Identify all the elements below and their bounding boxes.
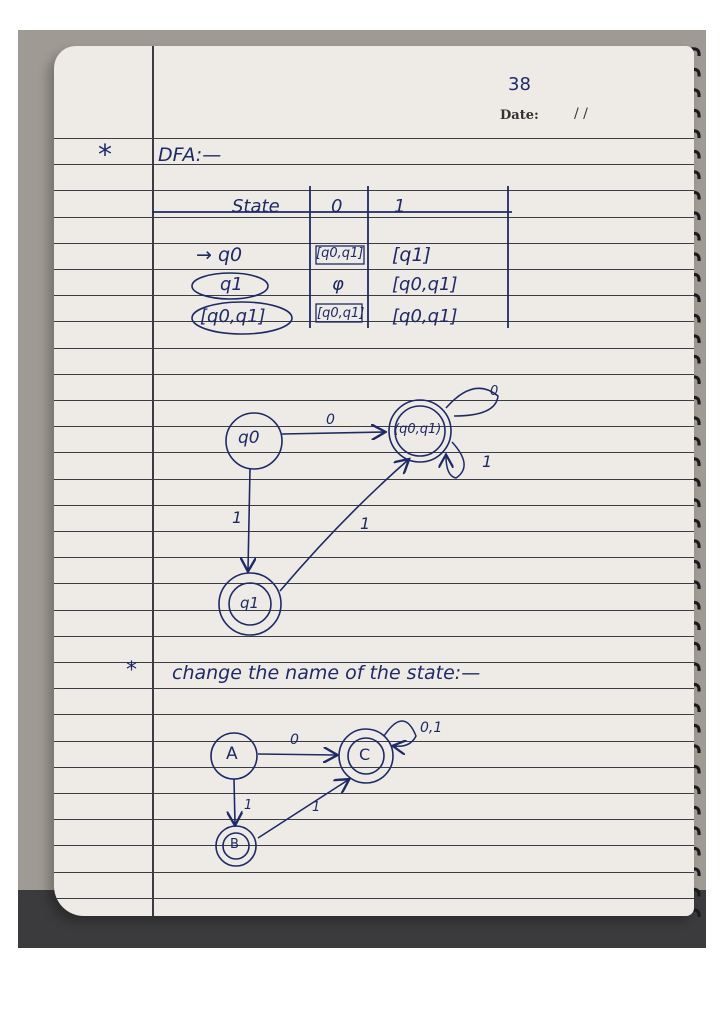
state-q1-inner [228, 582, 272, 626]
margin-line [152, 46, 154, 916]
ruled-line [54, 897, 694, 899]
notebook-page: 38 Date: / / * DFA:— State 0 1 → q0 [q0,… [54, 46, 694, 916]
table-row-1-state: → q0 [196, 244, 243, 266]
ruled-line [54, 793, 694, 794]
ruled-line [54, 400, 694, 401]
state-b-label: B [230, 837, 239, 852]
state-q1-label: q1 [240, 594, 260, 612]
state-b-inner [222, 832, 250, 860]
ruled-line [54, 662, 694, 663]
edge-label-q1-q0q1: 1 [360, 514, 371, 533]
ruled-line [54, 609, 694, 611]
ruled-line [54, 688, 694, 690]
edge-label-a-c: 0 [290, 732, 299, 748]
edge-q0-q0q1 [281, 432, 384, 434]
ruled-line [54, 452, 694, 454]
table-grid [152, 186, 512, 335]
ruled-line [54, 714, 694, 716]
date-value: / / [574, 106, 588, 122]
table-row-1-on0: [q0,q1] [316, 246, 364, 261]
ruled-line [54, 845, 694, 847]
edge-a-c [257, 754, 336, 755]
table-row-3-on0: [q0,q1] [317, 306, 365, 321]
loop-label-c: 0,1 [420, 720, 443, 736]
table-row-2-on1: [q0,q1] [392, 274, 458, 295]
renamed-dfa-diagram [210, 720, 417, 867]
ruled-line [54, 531, 694, 532]
loop-label-bottom: 1 [482, 452, 493, 471]
ruled-line [54, 321, 694, 323]
state-c-inner [347, 737, 385, 775]
state-c-label: C [359, 745, 371, 764]
edge-label-q0-q1: 1 [232, 508, 243, 527]
ruled-line [54, 216, 694, 218]
section1-heading: DFA:— [158, 144, 222, 166]
ruled-line [54, 557, 694, 559]
table-header-state: State [232, 196, 280, 217]
ruled-line [54, 164, 694, 166]
edge-q0-q1 [248, 468, 250, 570]
table-row-2-on0: φ [332, 274, 344, 295]
loop-top-q0q1 [445, 387, 499, 417]
table-row-3-state: [q0,q1] [200, 306, 266, 327]
edge-label-q0-q0q1: 0 [326, 412, 335, 428]
state-a-label: A [226, 744, 238, 764]
date-label: Date: [500, 108, 539, 123]
table-row-1-on1: [q1] [392, 244, 431, 266]
ruled-line [54, 347, 694, 349]
ruled-line [54, 871, 694, 873]
edge-q1-q0q1 [279, 460, 408, 592]
loop-label-top: 0 [490, 384, 499, 399]
ruled-line [54, 766, 694, 768]
loop-bottom-q0q1 [446, 441, 465, 479]
ruled-line [54, 740, 694, 742]
table-header-0: 0 [331, 196, 343, 217]
ruled-line [54, 478, 694, 480]
ruled-line [54, 295, 694, 297]
ruled-line [54, 373, 694, 375]
state-q0q1-label: (q0,q1) [394, 422, 442, 437]
edge-b-c [257, 780, 348, 839]
photo-background: 38 Date: / / * DFA:— State 0 1 → q0 [q0,… [18, 30, 706, 948]
ruled-line [54, 269, 694, 270]
section2-bullet: * [126, 658, 137, 683]
ruled-line [54, 190, 694, 192]
ruled-line [54, 819, 694, 821]
ruled-line [54, 242, 694, 244]
state-q0-label: q0 [238, 428, 260, 448]
state-q0q1-inner [394, 405, 446, 457]
state-q0q1-outer [388, 399, 452, 463]
edge-label-a-b: 1 [244, 798, 253, 813]
ruled-line [54, 138, 694, 139]
table-row-3-on1: [q0,q1] [392, 306, 458, 327]
loop-c [383, 720, 417, 746]
edge-label-b-c: 1 [312, 800, 321, 815]
dfa-diagram [218, 387, 499, 636]
table-row-2-state: q1 [220, 274, 243, 295]
edge-a-b [234, 778, 235, 824]
ruled-line [54, 635, 694, 637]
section1-bullet: * [98, 138, 112, 171]
state-q0-circle [225, 412, 283, 470]
table-header-1: 1 [394, 196, 406, 217]
section2-heading: change the name of the state:— [172, 662, 481, 684]
ruled-line [54, 583, 694, 585]
ruled-line [54, 504, 694, 506]
page-number: 38 [508, 74, 531, 95]
